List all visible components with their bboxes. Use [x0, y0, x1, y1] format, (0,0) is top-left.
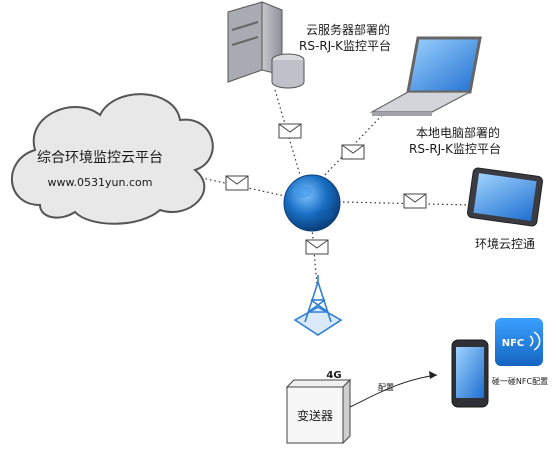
- config-arrow: 配置: [349, 371, 438, 408]
- cloud-shape: [10, 93, 214, 225]
- cloud-server-label-1: 云服务器部署的: [306, 22, 390, 37]
- local-pc-label-2: RS-RJ-K监控平台: [409, 141, 501, 156]
- envelope-icon: [341, 144, 365, 160]
- config-arrow-label: 配置: [378, 383, 394, 392]
- cloud-server[interactable]: 云服务器部署的 RS-RJ-K监控平台: [227, 1, 391, 89]
- cloud-platform[interactable]: 综合环境监控云平台 www.0531yun.com: [10, 93, 214, 225]
- transmitter[interactable]: 变送器 4G: [285, 370, 352, 445]
- nfc-badge-text: NFC: [502, 338, 525, 349]
- transmitter-box-icon: [285, 378, 352, 445]
- line-server-to-globe: [274, 89, 301, 176]
- envelope-icon: [305, 239, 329, 255]
- cloud-platform-title: 综合环境监控云平台: [37, 150, 163, 166]
- signal-4g-label: 4G: [326, 370, 341, 381]
- tablet[interactable]: 环境云控通: [467, 167, 543, 251]
- server-icon: [227, 1, 305, 89]
- transmitter-label: 变送器: [297, 408, 333, 423]
- envelope-icons: [225, 123, 427, 255]
- envelope-icon: [225, 175, 249, 191]
- cloud-platform-url: www.0531yun.com: [48, 176, 153, 189]
- tablet-icon: [467, 167, 543, 227]
- cloud-server-label-2: RS-RJ-K监控平台: [299, 38, 391, 53]
- phone-icon: [451, 339, 489, 408]
- nfc-label: 碰一碰NFC配置: [492, 376, 548, 386]
- envelope-icon: [403, 193, 427, 209]
- local-pc-label-1: 本地电脑部署的: [416, 125, 500, 140]
- tower-icon: [293, 275, 343, 336]
- tablet-label: 环境云控通: [475, 236, 535, 251]
- line-tower-to-globe: [311, 227, 318, 286]
- globe-icon: [283, 174, 341, 232]
- laptop-icon: [369, 36, 482, 116]
- local-pc[interactable]: 本地电脑部署的 RS-RJ-K监控平台: [369, 36, 501, 156]
- envelope-icon: [278, 123, 302, 139]
- nfc-badge[interactable]: NFC 碰一碰NFC配置: [492, 318, 548, 386]
- nfc-icon: [495, 318, 543, 366]
